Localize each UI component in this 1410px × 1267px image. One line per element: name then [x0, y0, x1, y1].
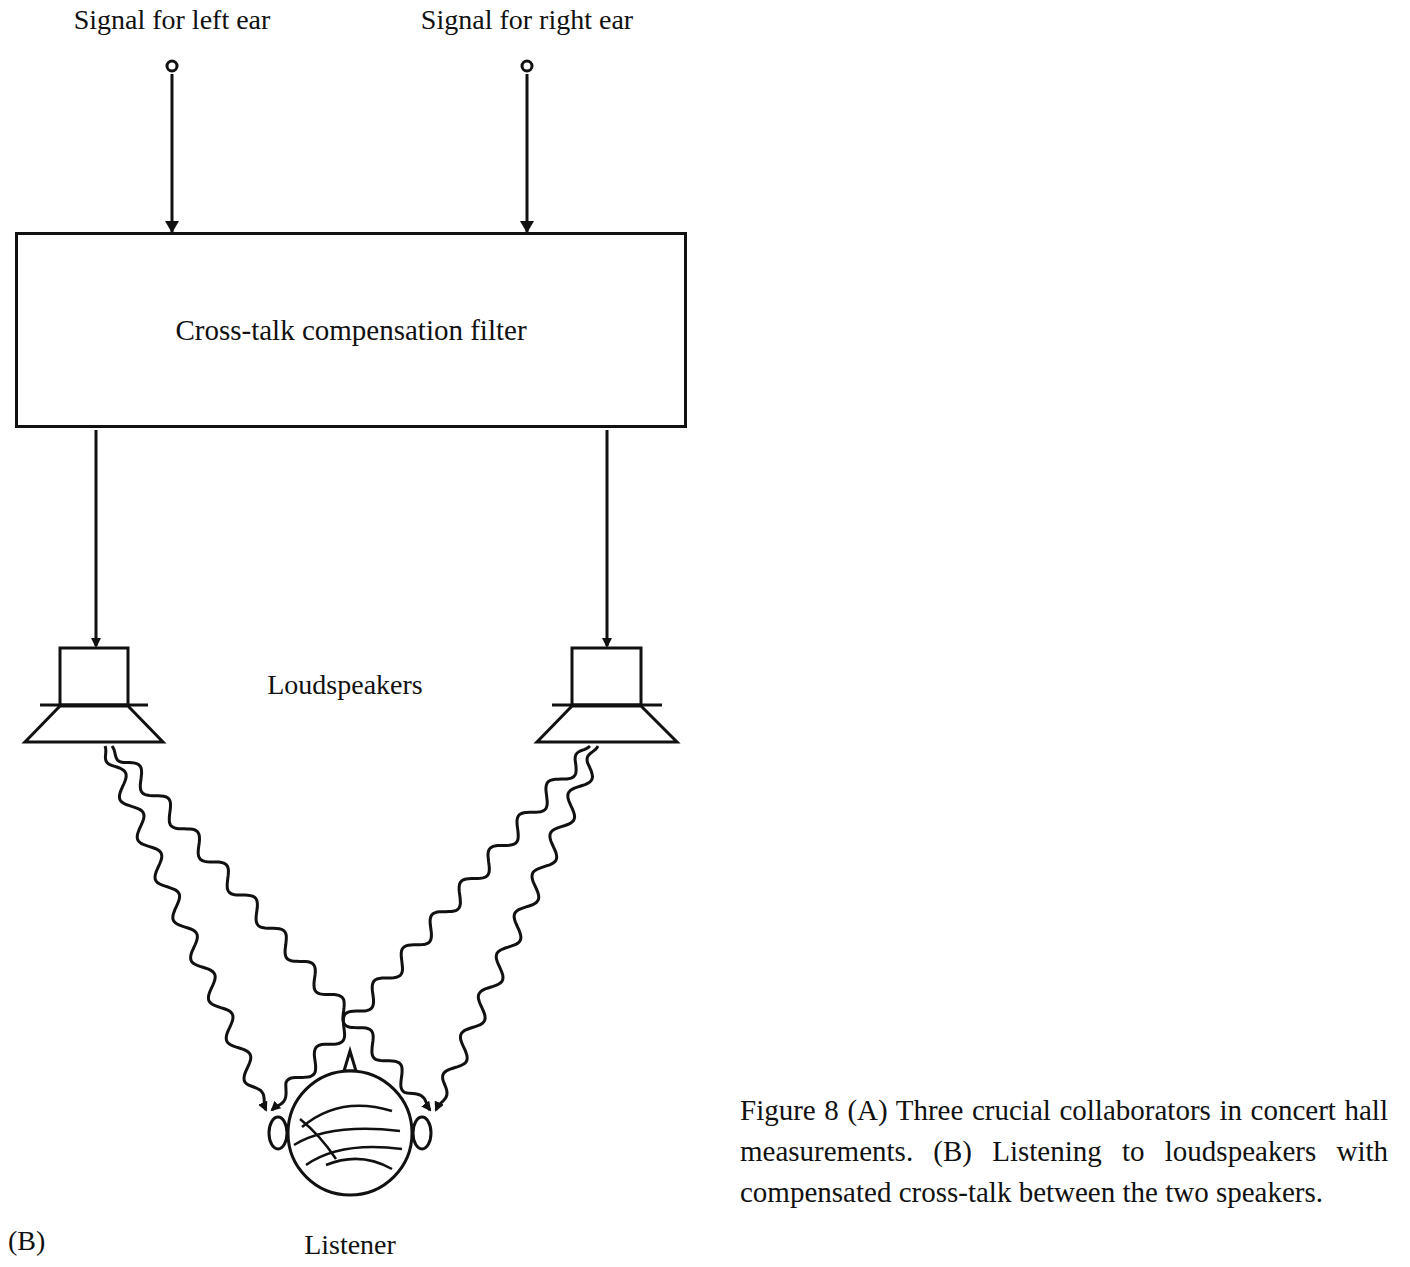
- loudspeaker-symbol: [537, 648, 677, 742]
- node-text: Cross-talk compensation filter: [175, 314, 526, 347]
- signal-arrow: [526, 74, 529, 232]
- figure-caption: Figure 8 (A) Three crucial collaborators…: [740, 1090, 1388, 1213]
- signal-arrow: [170, 74, 173, 232]
- sound-wave: [272, 746, 590, 1110]
- node-text: Signal for right ear: [421, 4, 633, 36]
- head-drawing: [260, 1045, 440, 1217]
- loudspeakers-label: Loudspeakers: [267, 669, 423, 701]
- panel-letter: (B): [8, 1225, 45, 1257]
- loudspeaker-symbol: [25, 648, 163, 742]
- node-text: Signal for left ear: [74, 4, 271, 36]
- sound-wave: [105, 746, 266, 1110]
- sound-wave: [436, 746, 598, 1110]
- terminal-circle: [164, 58, 180, 74]
- signal-line: [606, 430, 609, 646]
- sound-paths: [105, 746, 598, 1110]
- input-terminal: Signal for left ear: [74, 4, 271, 74]
- signal-line: [95, 430, 98, 646]
- sound-wave: [112, 746, 430, 1110]
- terminal-circle: [519, 58, 535, 74]
- node-text: Listener: [260, 1229, 440, 1261]
- listener-head: Listener: [260, 1045, 440, 1261]
- input-terminal: Signal for right ear: [421, 4, 633, 74]
- filter-box: Cross-talk compensation filter: [15, 232, 687, 428]
